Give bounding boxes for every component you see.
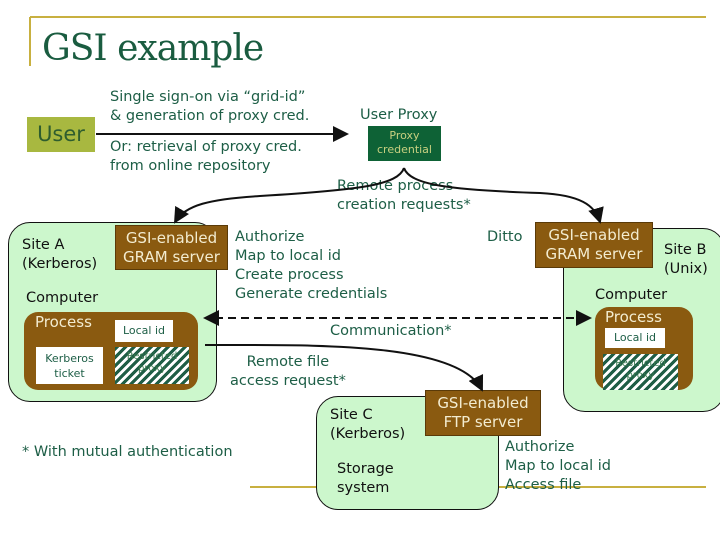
process-request-arrow-b	[403, 167, 604, 224]
site-a-process-label: Process	[35, 313, 92, 331]
site-c-name: Site C	[330, 407, 373, 423]
site-a-name: Site A	[22, 237, 65, 253]
site-b-local-id: Local id	[605, 328, 665, 348]
gram-step: Map to local id	[235, 248, 342, 264]
site-a-label: Site A (Kerberos)	[22, 236, 97, 274]
communication-label: Communication*	[330, 323, 452, 339]
user-proxy-label: User Proxy	[360, 107, 438, 123]
retrieval-text: Or: retrieval of proxy cred. from online …	[110, 138, 302, 176]
site-c-label: Site C (Kerberos)	[330, 406, 405, 444]
retrieval-line: from online repository	[110, 158, 271, 174]
site-b-label: Site B (Unix)	[664, 241, 708, 279]
restricted-line: Restricted	[126, 351, 178, 362]
user-box: User	[27, 117, 95, 152]
ftp-step: Access file	[505, 477, 582, 493]
credential-line: Proxy	[389, 129, 420, 142]
remote-file-line: Remote file	[246, 354, 330, 370]
remote-file-label: Remote file access request*	[230, 353, 346, 391]
sso-line: & generation of proxy cred.	[110, 108, 310, 124]
gram-step: Authorize	[235, 229, 305, 245]
ticket-line: Kerberos	[45, 352, 94, 365]
sso-text: Single sign-on via “grid-id” & generation…	[110, 88, 309, 126]
ditto-label: Ditto	[487, 229, 523, 245]
storage-line: Storage	[337, 461, 394, 477]
remote-file-line: access request*	[230, 373, 346, 389]
server-line: GRAM server	[545, 245, 643, 263]
gram-step: Generate credentials	[235, 286, 388, 302]
server-line: GSI-enabled	[437, 394, 529, 412]
site-b-type: (Unix)	[664, 261, 708, 277]
ftp-step: Map to local id	[505, 458, 612, 474]
ftp-step: Authorize	[505, 439, 575, 455]
ticket-line: ticket	[54, 367, 85, 380]
page-title: GSI example	[42, 28, 264, 69]
site-a-type: (Kerberos)	[22, 256, 98, 272]
remote-file-arrow	[205, 344, 484, 392]
server-line: FTP server	[443, 413, 523, 431]
site-b-computer: Computer	[595, 287, 668, 303]
server-line: GRAM server	[123, 248, 220, 266]
site-b-process-label: Process	[605, 308, 662, 326]
credential-line: credential	[377, 143, 432, 156]
server-line: GSI-enabled	[548, 226, 640, 244]
storage-line: system	[337, 480, 390, 496]
restricted-line: proxy	[626, 370, 655, 381]
site-c-type: (Kerberos)	[330, 426, 406, 442]
remote-process-line: creation requests*	[337, 197, 471, 213]
restricted-line: Restricted	[615, 358, 666, 369]
retrieval-line: Or: retrieval of proxy cred.	[110, 139, 302, 155]
storage-system: Storage system	[337, 460, 394, 498]
site-a-local-id: Local id	[115, 320, 173, 342]
gram-step: Create process	[235, 267, 344, 283]
site-b-name: Site B	[664, 242, 707, 258]
sso-line: Single sign-on via “grid-id”	[110, 89, 306, 105]
footnote: * With mutual authentication	[22, 444, 233, 460]
process-request-arrow-a	[173, 167, 405, 224]
site-a-computer: Computer	[26, 290, 99, 306]
kerberos-ticket: Kerberos ticket	[36, 347, 103, 384]
restricted-line: proxy	[138, 363, 166, 374]
server-line: GSI-enabled	[125, 229, 218, 247]
